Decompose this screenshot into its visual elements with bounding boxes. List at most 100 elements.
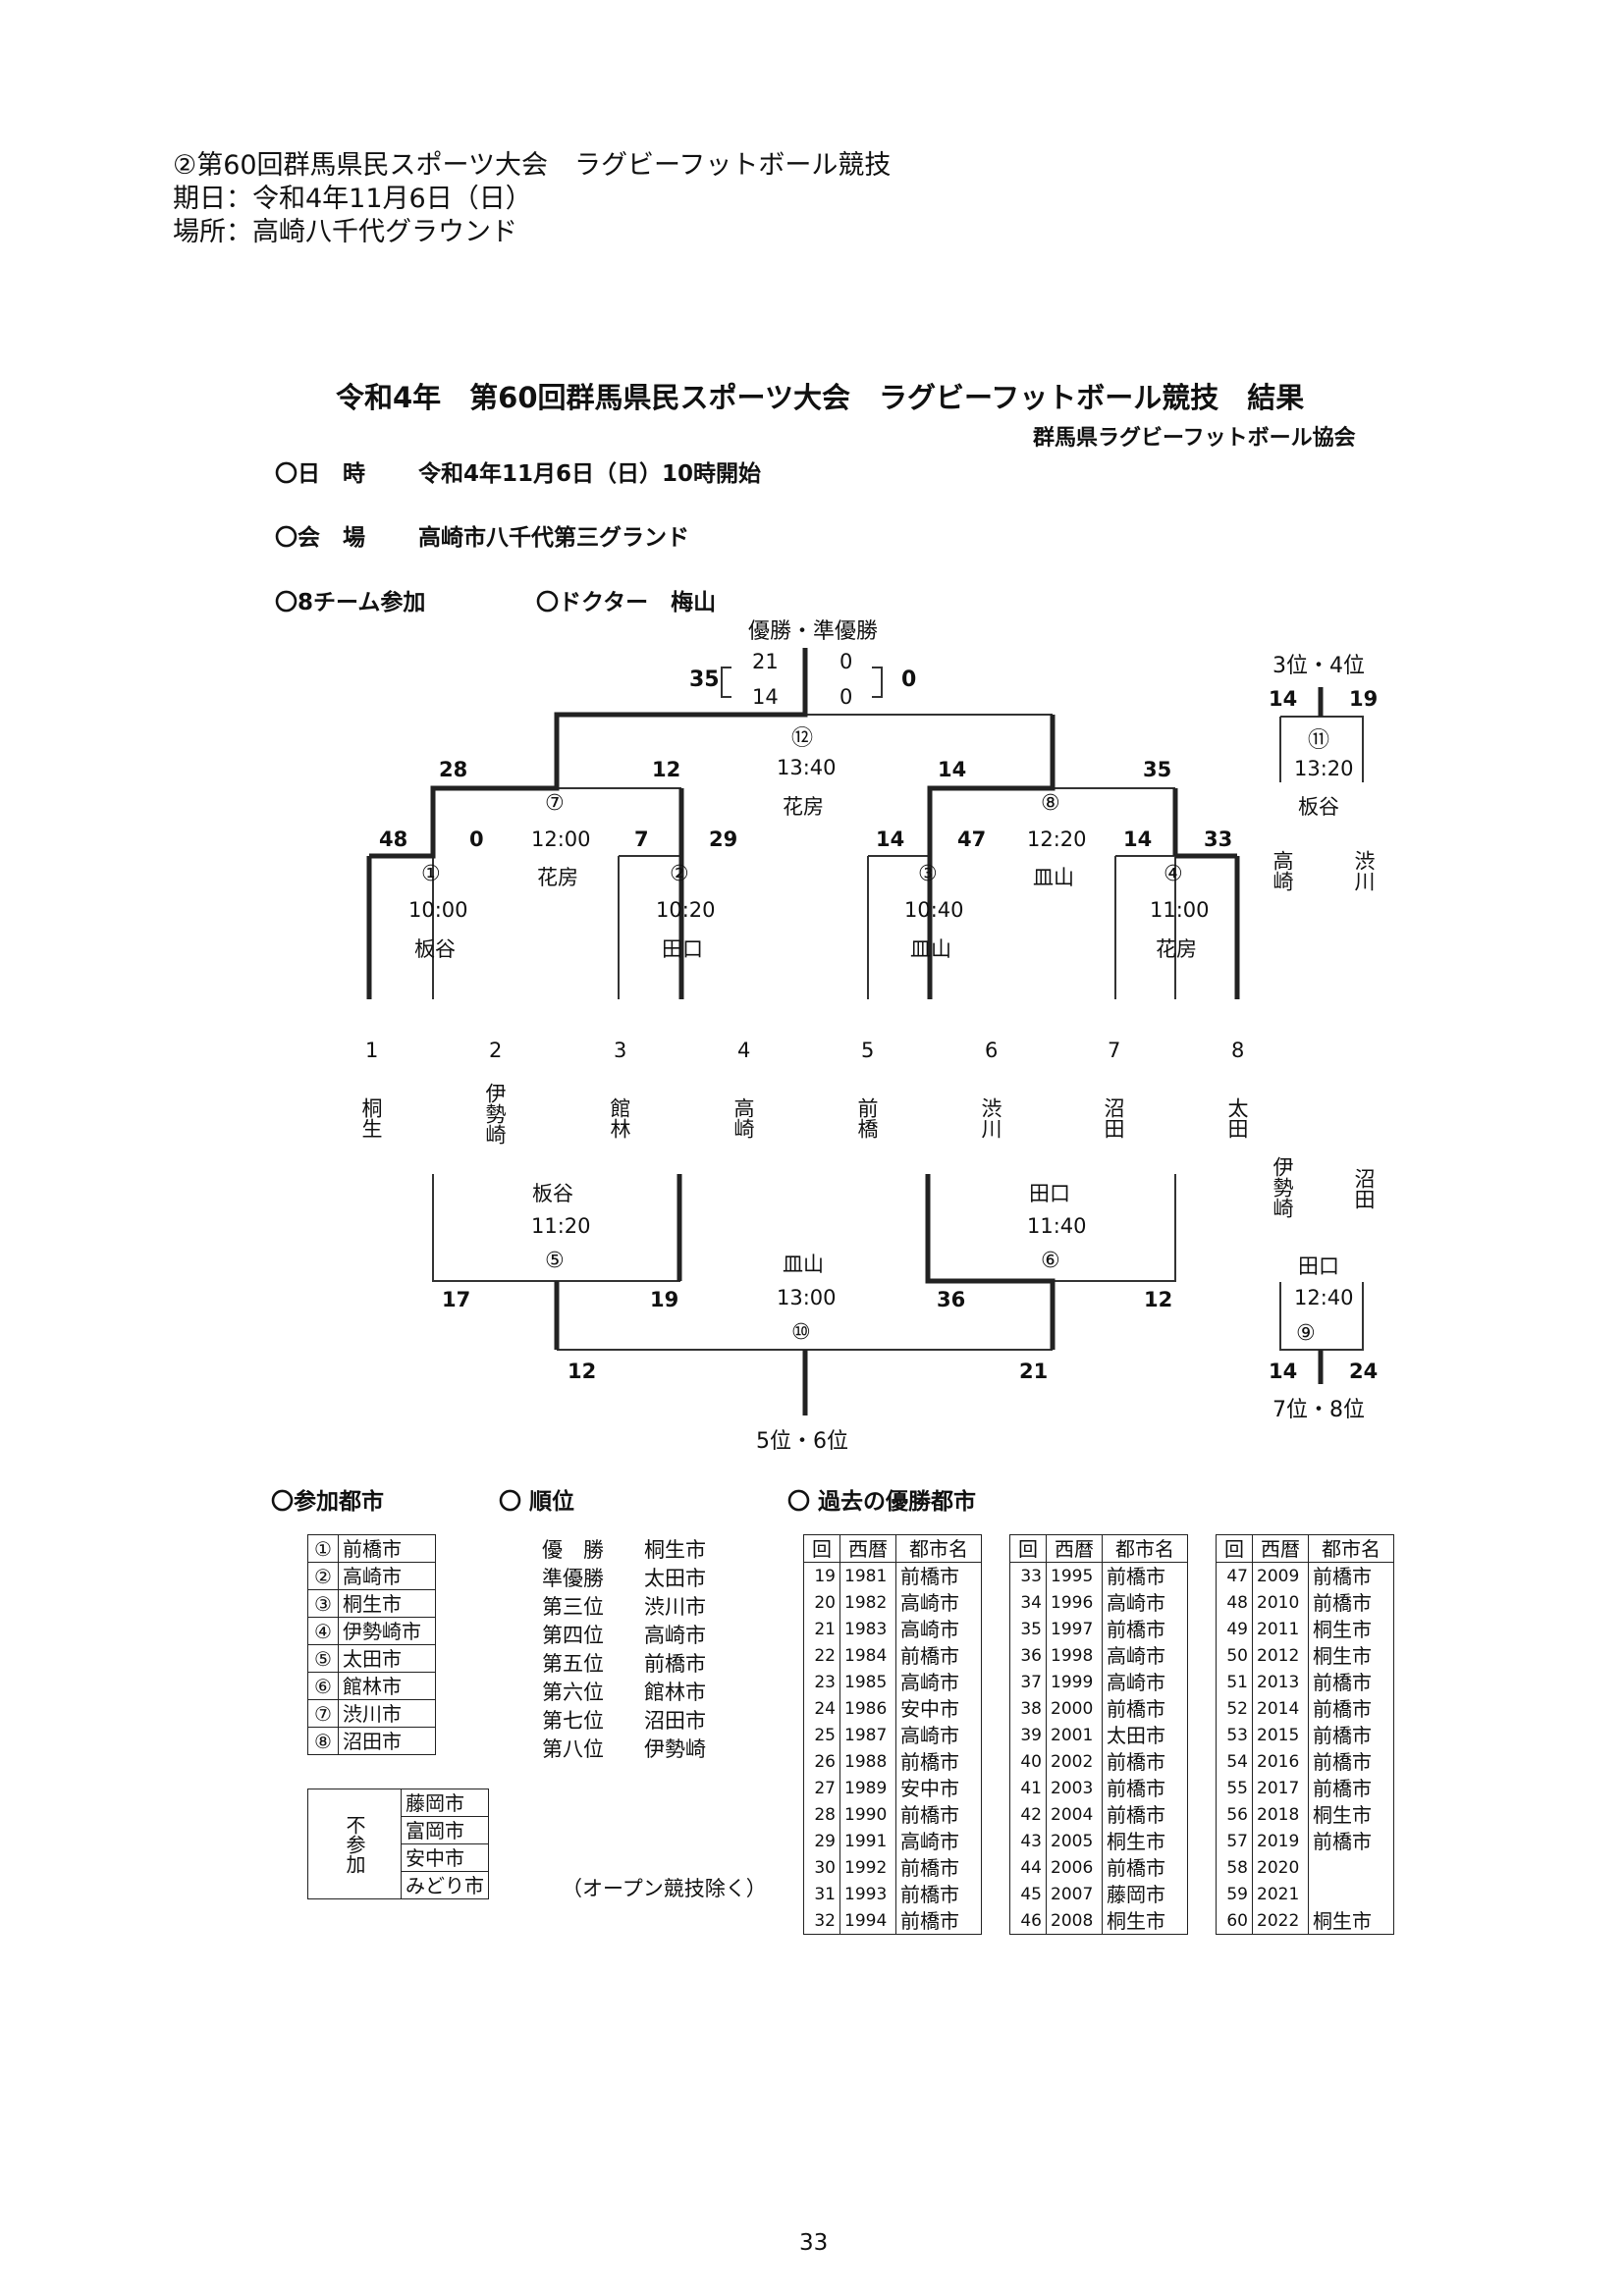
match-2-time: 10:20 (656, 898, 716, 922)
history-year: 1987 (839, 1722, 896, 1748)
history-city: 前橋市 (895, 1881, 982, 1907)
history-city: 前橋市 (1102, 1695, 1188, 1722)
seventh-place-label: 7位・8位 (1272, 1398, 1365, 1422)
match-9-number: ⑨ (1296, 1321, 1316, 1346)
bracket-position-number: 4 (737, 1039, 751, 1062)
history-edition: 60 (1216, 1907, 1253, 1935)
third-place-label: 3位・4位 (1272, 654, 1365, 678)
history-edition: 30 (803, 1854, 840, 1881)
ranking-place: 準優勝 (542, 1567, 604, 1590)
match-6-referee: 田口 (1029, 1182, 1070, 1205)
history-header: 回 (1216, 1534, 1253, 1563)
history-year: 2020 (1252, 1854, 1309, 1881)
match-5-right-score: 19 (650, 1288, 679, 1311)
history-edition: 46 (1009, 1907, 1047, 1935)
history-edition: 34 (1009, 1589, 1047, 1616)
third-team-left: 高崎 (1271, 850, 1294, 891)
match-12-time: 13:40 (777, 756, 837, 779)
third-team-right: 渋川 (1352, 850, 1376, 891)
history-year: 2017 (1252, 1775, 1309, 1801)
match-7-left-score: 28 (439, 758, 468, 781)
history-year: 1994 (839, 1907, 896, 1935)
history-edition: 38 (1009, 1695, 1047, 1722)
match-9-referee: 田口 (1298, 1255, 1339, 1278)
ranking-place: 第六位 (542, 1681, 604, 1704)
history-header: 回 (1009, 1534, 1047, 1563)
history-city: 前橋市 (895, 1562, 982, 1589)
history-year: 2012 (1252, 1642, 1309, 1669)
history-city: 桐生市 (1308, 1642, 1394, 1669)
tournament-bracket (366, 648, 1364, 1415)
history-city: 前橋市 (1102, 1854, 1188, 1881)
history-year: 1996 (1046, 1589, 1103, 1616)
history-edition: 43 (1009, 1828, 1047, 1854)
match-3-time: 10:40 (904, 898, 964, 922)
history-year: 1986 (839, 1695, 896, 1722)
ranking-place: 第五位 (542, 1652, 604, 1676)
match-6-left-score: 36 (937, 1288, 966, 1311)
history-year: 2022 (1252, 1907, 1309, 1935)
bracket-position-number: 1 (365, 1039, 379, 1062)
history-city: 高崎市 (1102, 1669, 1188, 1695)
bracket-team-name: 渋川 (979, 1097, 1002, 1139)
history-year: 2007 (1046, 1881, 1103, 1907)
history-year: 1990 (839, 1801, 896, 1828)
nonparticipants-label: 不参加 (307, 1789, 402, 1899)
venue-label: 〇会 場 (275, 525, 365, 551)
participant-city: 桐生市 (338, 1589, 436, 1618)
final-label: 優勝・準優勝 (748, 619, 879, 644)
nonparticipants-table: 不参加 藤岡市 富岡市 安中市 みどり市 (307, 1789, 489, 1899)
match-8-referee: 皿山 (1033, 866, 1074, 889)
history-edition: 47 (1216, 1562, 1253, 1589)
nonparticipant-city: 藤岡市 (401, 1789, 489, 1817)
history-edition: 21 (803, 1616, 840, 1642)
history-edition: 36 (1009, 1642, 1047, 1669)
history-header: 回 (803, 1534, 840, 1563)
history-year: 2010 (1252, 1589, 1309, 1616)
history-edition: 28 (803, 1801, 840, 1828)
history-city: 前橋市 (1308, 1828, 1394, 1854)
page-number: 33 (799, 2230, 829, 2256)
match-7-right-score: 12 (652, 758, 681, 781)
header-line-1: ②第60回群馬県民スポーツ大会 ラグビーフットボール競技 (173, 150, 892, 181)
ranking-city: 前橋市 (644, 1652, 706, 1676)
history-year: 2019 (1252, 1828, 1309, 1854)
match-11-referee: 板谷 (1298, 795, 1339, 819)
final-right-score: 0 (901, 667, 917, 692)
match-1-time: 10:00 (408, 898, 468, 922)
history-city: 高崎市 (895, 1589, 982, 1616)
match-11-right-score: 19 (1349, 687, 1379, 711)
match-3-number: ③ (918, 862, 938, 886)
final-left-half1: 21 (752, 650, 779, 673)
history-edition: 56 (1216, 1801, 1253, 1828)
participant-city: 館林市 (338, 1672, 436, 1700)
history-edition: 52 (1216, 1695, 1253, 1722)
match-10-left-score: 12 (568, 1360, 597, 1383)
ranking-city: 館林市 (644, 1681, 706, 1704)
match-10-referee: 皿山 (783, 1253, 824, 1276)
history-year: 1992 (839, 1854, 896, 1881)
match-8-left-score: 14 (938, 758, 967, 781)
bracket-position-number: 7 (1108, 1039, 1121, 1062)
match-8-right-score: 35 (1143, 758, 1172, 781)
participant-city: 渋川市 (338, 1699, 436, 1728)
header-line-3: 場所：高崎八千代グラウンド (173, 217, 517, 247)
nonparticipant-city: 安中市 (401, 1843, 489, 1872)
ranking-city: 桐生市 (644, 1538, 706, 1562)
